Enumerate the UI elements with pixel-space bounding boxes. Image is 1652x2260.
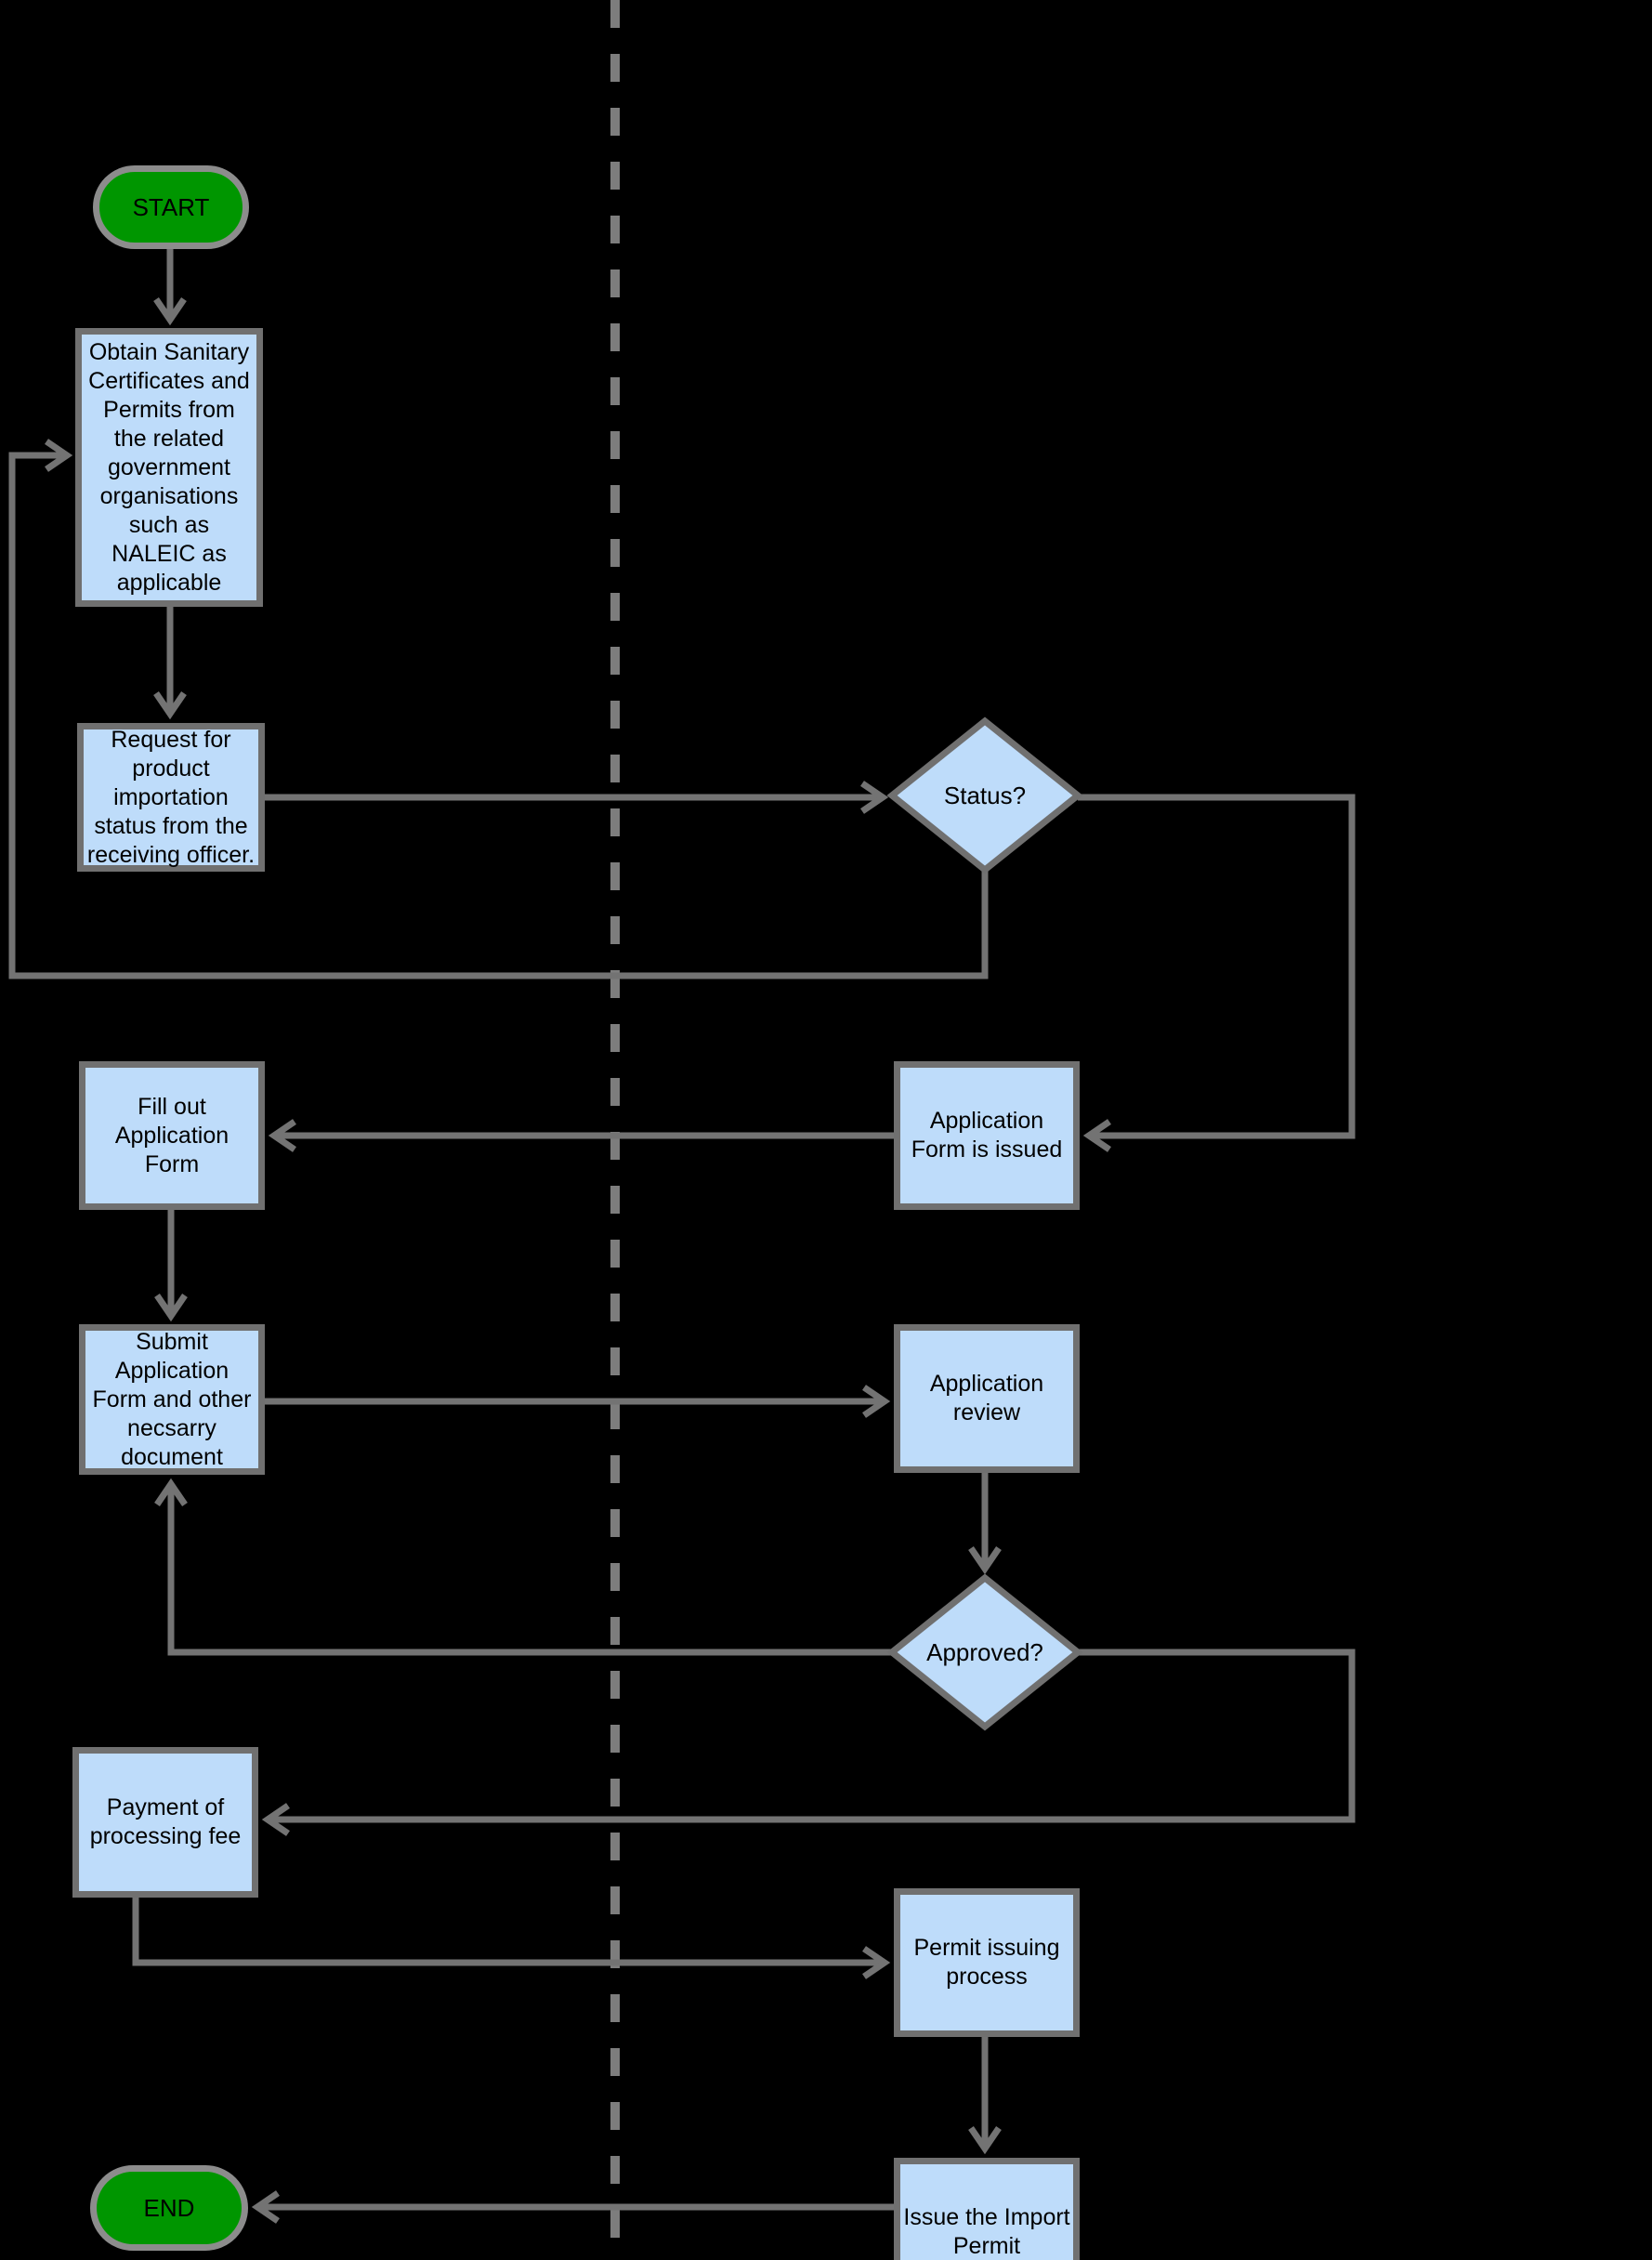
fill-out-form-step: Fill out Application Form bbox=[79, 1061, 265, 1210]
obtain-certificates-step: Obtain Sanitary Certificates and Permits… bbox=[75, 328, 263, 607]
start-node: START bbox=[93, 165, 249, 249]
end-node: END bbox=[90, 2165, 248, 2251]
connector-approved-to-payment bbox=[261, 1649, 1356, 1836]
request-status-step: Request for product importation status f… bbox=[77, 723, 265, 872]
permit-issuing-step: Permit issuing process bbox=[894, 1888, 1080, 2037]
status-decision-diamond bbox=[886, 716, 1083, 874]
submit-form-step: Submit Application Form and other necsar… bbox=[79, 1324, 265, 1475]
connector-status-loop-to-obtain bbox=[8, 439, 989, 979]
approved-decision-diamond bbox=[886, 1573, 1083, 1731]
issue-permit-step: Issue the Import Permit bbox=[894, 2158, 1080, 2260]
connector-payment-to-permit-issuing bbox=[132, 1898, 891, 1979]
payment-fee-step: Payment of processing fee bbox=[72, 1747, 258, 1898]
application-form-issued-step: Application Form is issued bbox=[894, 1061, 1080, 1210]
connector-status-to-form-issued bbox=[1078, 794, 1356, 1152]
connector-approved-loop-to-submit bbox=[154, 1478, 892, 1656]
application-review-step: Application review bbox=[894, 1324, 1080, 1473]
